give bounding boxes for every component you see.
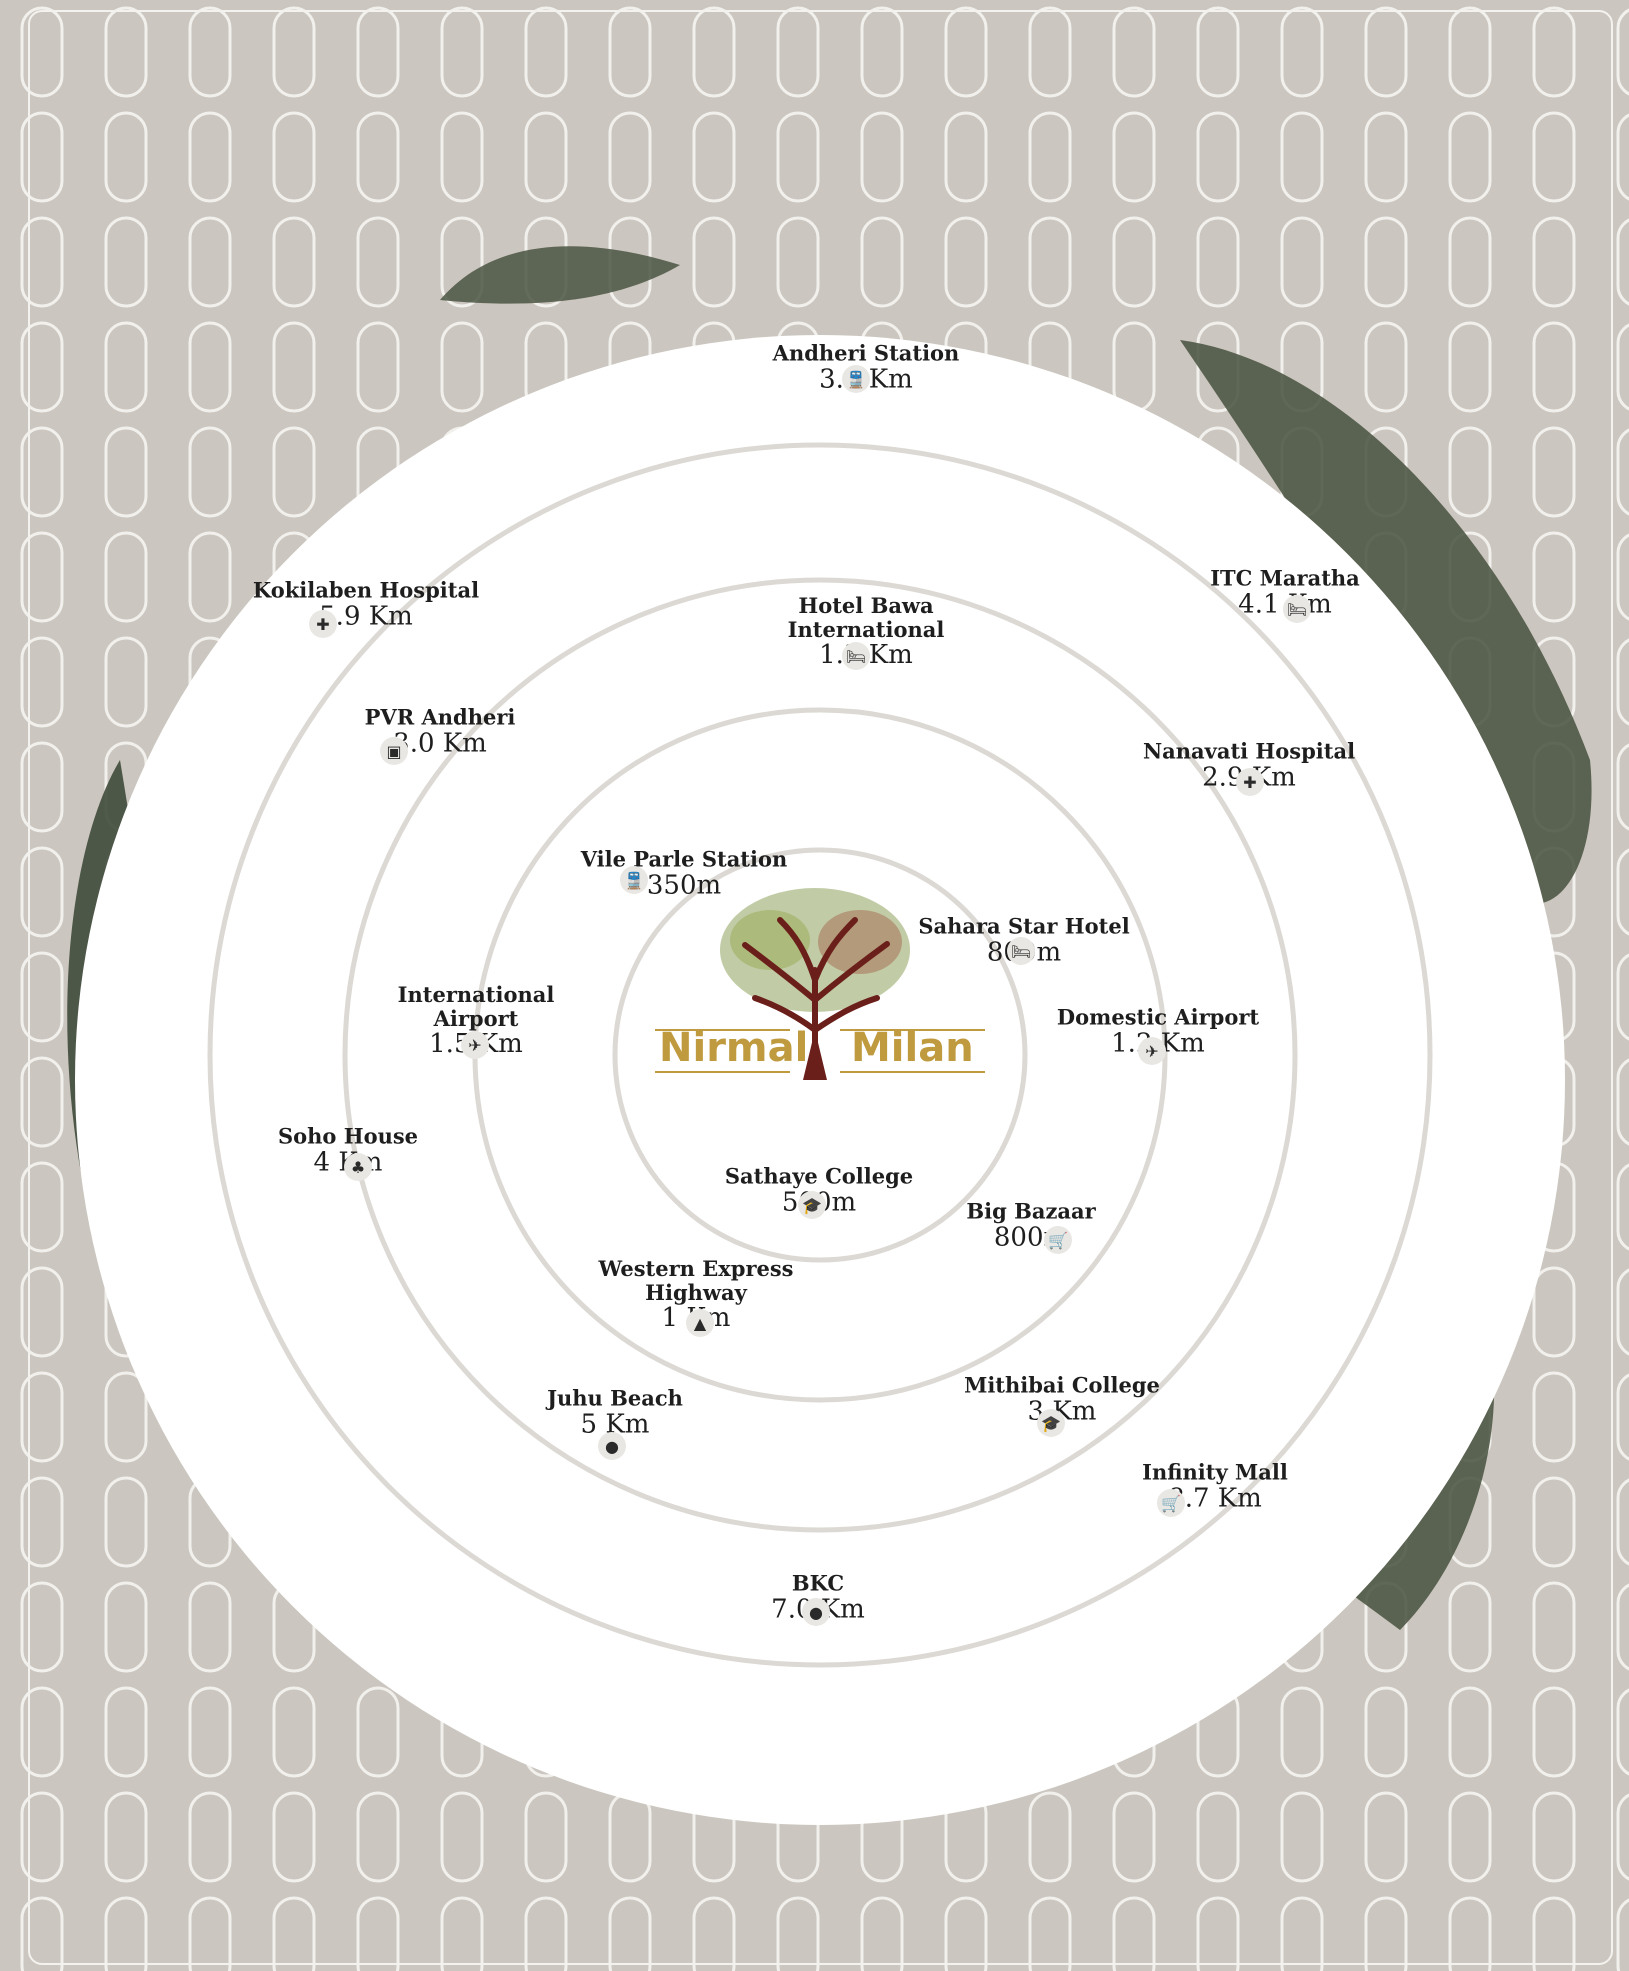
hospital-icon: ✚ xyxy=(309,610,337,638)
tree-logo-icon xyxy=(655,888,985,1080)
place-name: Nanavati Hospital xyxy=(1142,738,1356,764)
place-name: Vile Parle Station xyxy=(580,846,788,872)
ring-4 xyxy=(207,442,1433,1668)
place-distance: 5.9 Km xyxy=(319,600,413,631)
graduation-cap-icon: 🎓 xyxy=(1037,1409,1065,1437)
place-name: Hotel Bawa International xyxy=(787,592,945,642)
hotel-icon: 🛏 xyxy=(842,642,870,670)
location-pin-icon: ● xyxy=(802,1598,830,1626)
cart-icon: 🛒 xyxy=(1044,1226,1072,1254)
train-icon: 🚆 xyxy=(842,365,870,393)
place-name: BKC xyxy=(791,1570,845,1596)
cinema-icon: ▣ xyxy=(380,737,408,765)
place-distance: 350m xyxy=(646,869,722,900)
club-icon: ♣ xyxy=(344,1153,372,1181)
cart-icon: 🛒 xyxy=(1157,1489,1185,1517)
logo-word-right: Milan xyxy=(851,1025,974,1071)
place-name: Juhu Beach xyxy=(547,1385,683,1411)
place-name: Soho House xyxy=(277,1123,419,1149)
nirmal-milan-logo: Nirmal Milan xyxy=(655,880,985,1080)
logo-word-left: Nirmal xyxy=(659,1025,809,1071)
place-name: Andheri Station xyxy=(772,340,960,366)
ring-1 xyxy=(612,847,1028,1263)
place-name: Big Bazaar xyxy=(966,1198,1096,1224)
place-name: ITC Maratha xyxy=(1210,565,1360,591)
train-icon: 🚆 xyxy=(620,866,648,894)
airplane-icon: ✈ xyxy=(461,1031,489,1059)
place-name: Domestic Airport xyxy=(1056,1004,1260,1030)
place-name: Sahara Star Hotel xyxy=(918,913,1130,939)
place-name: Kokilaben Hospital xyxy=(252,577,480,603)
place-name: PVR Andheri xyxy=(364,704,516,730)
hospital-icon: ✚ xyxy=(1236,768,1264,796)
place-name: Western Express Highway xyxy=(598,1255,794,1305)
outer-disc xyxy=(75,335,1565,1825)
place-name: Sathaye College xyxy=(724,1163,914,1189)
place-name: International Airport xyxy=(397,981,555,1031)
place-distance: 3.0 Km xyxy=(393,727,487,758)
place-name: Mithibai College xyxy=(964,1372,1160,1398)
hotel-icon: 🛏 xyxy=(1007,937,1035,965)
hotel-icon: 🛏 xyxy=(1283,595,1311,623)
graduation-cap-icon: 🎓 xyxy=(798,1191,826,1219)
place-distance: 800m xyxy=(993,1221,1069,1252)
airplane-icon: ✈ xyxy=(1138,1037,1166,1065)
road-icon: ▲ xyxy=(686,1309,714,1337)
leaf-top-left xyxy=(440,246,680,304)
location-pin-icon: ● xyxy=(598,1432,626,1460)
page-frame xyxy=(28,10,1613,1965)
place-name: Infinity Mall xyxy=(1142,1459,1288,1485)
ring-3 xyxy=(342,577,1298,1533)
